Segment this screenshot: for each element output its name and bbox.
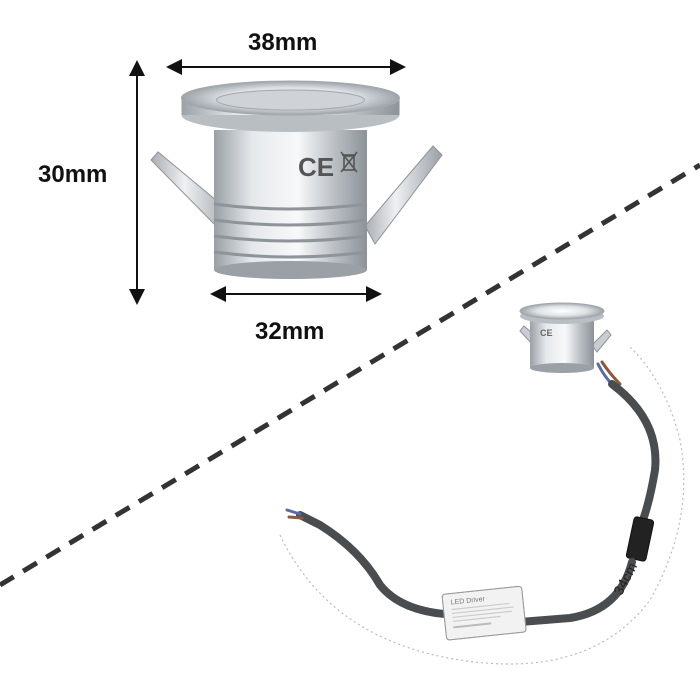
top-width-label: 38mm — [248, 29, 318, 56]
height-label: 30mm — [38, 161, 108, 188]
bottom-width-label: 32mm — [255, 318, 325, 345]
divider-line — [0, 162, 700, 588]
led-driver: LED Driver — [441, 585, 527, 641]
cable — [285, 360, 660, 626]
downlight-small: CE — [519, 302, 612, 373]
downlight-large: CE — [150, 80, 443, 279]
svg-text:CE: CE — [540, 328, 553, 338]
driver-title: LED Driver — [451, 596, 486, 607]
ce-mark: CE — [298, 152, 334, 182]
crossed-bin-icon — [340, 151, 358, 173]
